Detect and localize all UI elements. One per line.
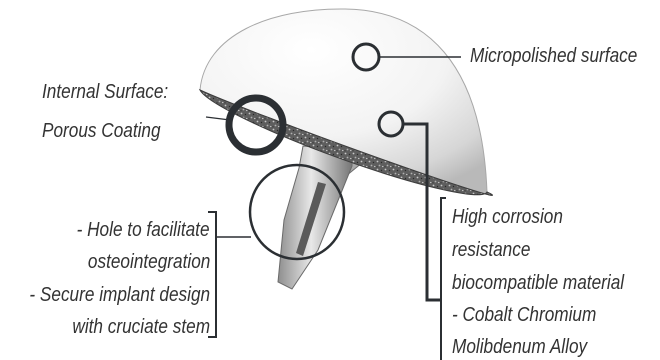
material-bracket <box>441 198 446 360</box>
stem-label-line-2: osteointegration <box>88 250 210 274</box>
stem-label-line-1: - Hole to facilitate <box>77 218 210 242</box>
stem-label-line-4: with cruciate stem <box>72 315 210 339</box>
internal-surface-label: Internal Surface: <box>42 80 168 104</box>
material-label-line-4: - Cobalt Chromium <box>452 303 596 327</box>
material-label-line-5: Molibdenum Alloy <box>452 335 587 359</box>
material-label-line-3: biocompatible material <box>452 271 624 295</box>
material-label-line-1: High corrosion <box>452 205 563 229</box>
material-label-line-2: resistance <box>452 238 530 262</box>
porous-coating-label: Porous Coating <box>42 119 161 143</box>
micropolished-label: Micropolished surface <box>470 44 637 68</box>
stem-label-line-3: - Secure implant design <box>29 283 210 307</box>
